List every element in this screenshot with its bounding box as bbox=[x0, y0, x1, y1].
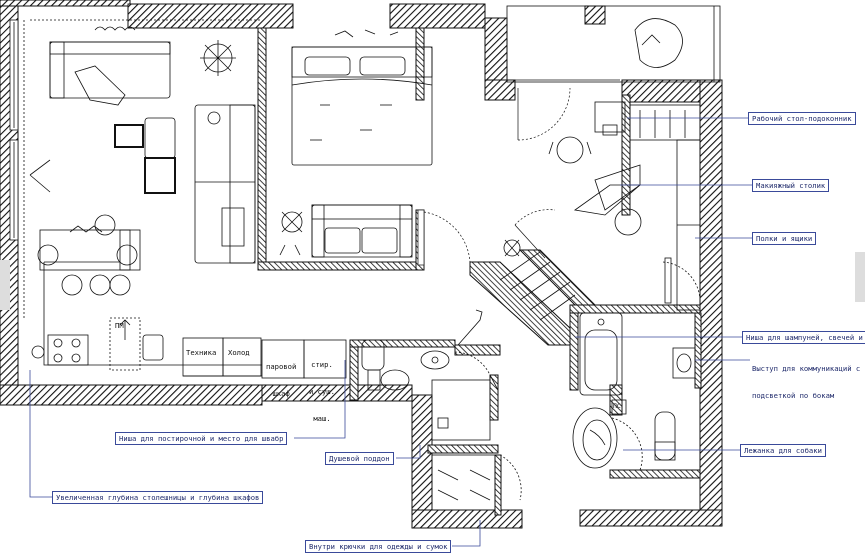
wc-shower bbox=[361, 309, 499, 441]
callout-dog-bed: Лежанка для собаки bbox=[740, 444, 826, 457]
balcony-outline bbox=[506, 5, 721, 83]
bedroom-door bbox=[417, 209, 471, 266]
callout-shampoo-niche: Ниша для шампуней, свечей и т. bbox=[742, 331, 865, 344]
callout-comm-ledge: Выступ для коммуникаций с подсветкой по … bbox=[752, 346, 860, 409]
radiator-curtain bbox=[23, 19, 260, 320]
label-steam-line1: паровой bbox=[266, 362, 297, 371]
edge-mark-right bbox=[855, 252, 865, 302]
interior-walls bbox=[257, 27, 702, 516]
edge-mark-left bbox=[0, 260, 10, 310]
living-room bbox=[29, 26, 262, 377]
callout-wash-niche: Ниша для постирочной и место для швабр bbox=[115, 432, 288, 445]
callout-shelves-drawers: Полки и ящики bbox=[752, 232, 817, 245]
callout-leaders bbox=[29, 117, 752, 547]
callout-hooks: Внутри крючки для одежды и сумок bbox=[305, 540, 452, 553]
laundry-cabinets bbox=[261, 339, 347, 379]
label-steam-cabinet: паровой шкаф bbox=[266, 344, 296, 407]
balcony-chair bbox=[634, 18, 683, 68]
diagonal-wardrobe bbox=[499, 239, 576, 321]
label-washer-line1: стир. bbox=[311, 360, 333, 369]
label-fridge: Холод bbox=[228, 348, 250, 357]
callout-shower-tray: Душевой поддон bbox=[325, 452, 394, 465]
bedroom bbox=[279, 29, 433, 258]
callout-comm-ledge-line1: Выступ для коммуникаций с bbox=[752, 364, 861, 373]
left-windows bbox=[9, 19, 19, 241]
callout-deep-counter: Увеличенная глубина столешницы и глубина… bbox=[52, 491, 264, 504]
balcony-door bbox=[517, 87, 571, 141]
label-steam-line2: шкаф bbox=[272, 389, 290, 398]
dressing-room bbox=[548, 101, 701, 311]
callout-makeup-table: Макияжный столик bbox=[752, 179, 830, 192]
label-washer-line3: маш. bbox=[313, 414, 331, 423]
bathroom bbox=[572, 312, 696, 471]
callout-comm-ledge-line2: подсветкой по бокам bbox=[752, 391, 835, 400]
callout-desk-sill: Рабочий стол-подоконник bbox=[748, 112, 856, 125]
label-washer: стир. и суш. маш. bbox=[309, 342, 335, 432]
label-appliances: Техника bbox=[186, 348, 217, 357]
label-pm: ПМ bbox=[115, 321, 124, 330]
label-ps: ПС bbox=[613, 402, 621, 410]
dressing-door bbox=[514, 209, 556, 259]
hooks-wardrobe bbox=[431, 454, 522, 511]
label-washer-line2: и суш. bbox=[309, 387, 335, 396]
